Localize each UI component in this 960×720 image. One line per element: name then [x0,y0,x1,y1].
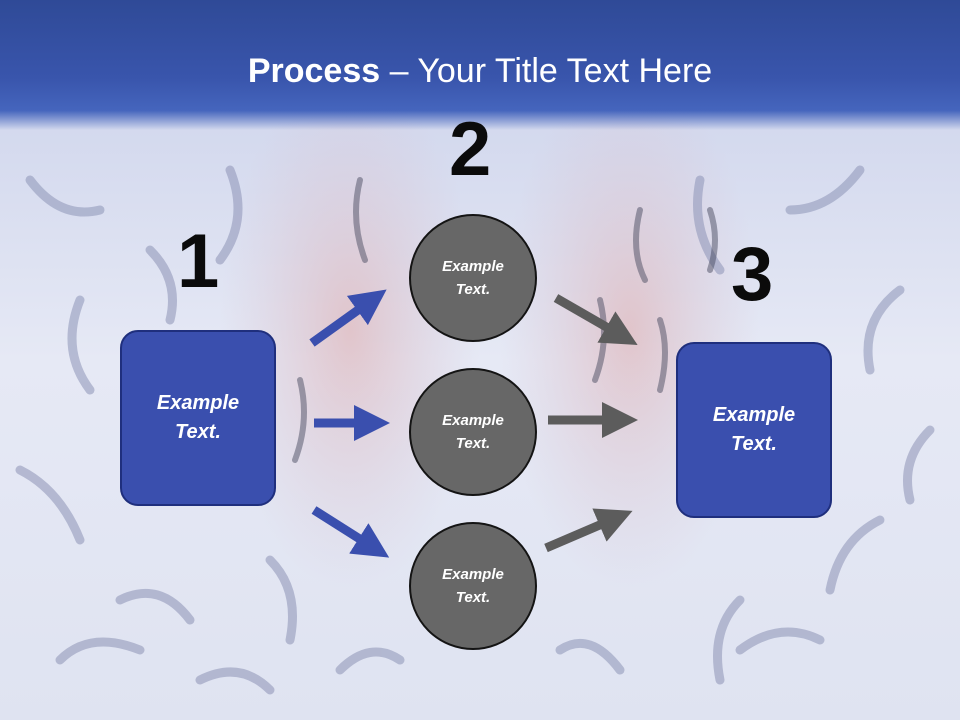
step-number-2: 2 [449,107,492,192]
arrow-to-circle-3 [311,506,390,558]
arrow-to-circle-1 [309,289,387,347]
step-2-circle-middle: Example Text. [409,368,537,496]
step-1-box: Example Text. [120,330,276,506]
step-3-box-line2: Text. [731,433,777,455]
step-number-1: 1 [177,219,220,304]
title-bar [0,0,960,130]
step-1-box-line1: Example [156,392,240,414]
title-rest: – Your Title Text Here [380,52,713,90]
circle-bottom-line2: Text. [455,589,491,606]
slide-title: Process – Your Title Text Here [0,52,960,91]
circle-top-line1: Example [442,258,504,275]
circle-middle-line1: Example [442,412,504,429]
step-1-box-line2: Text. [175,421,221,443]
circle-bottom-line1: Example [442,566,504,583]
title-bold: Process [247,52,381,90]
arrow-from-circle-3 [544,508,633,553]
circle-top-line2: Text. [455,281,491,298]
step-3-box: Example Text. [676,342,832,518]
circle-middle-line2: Text. [455,435,491,452]
step-2-circle-top: Example Text. [409,214,537,342]
arrow-from-circle-1 [553,294,638,345]
step-3-box-line1: Example [712,404,796,426]
step-number-3: 3 [731,232,774,317]
step-2-circle-bottom: Example Text. [409,522,537,650]
